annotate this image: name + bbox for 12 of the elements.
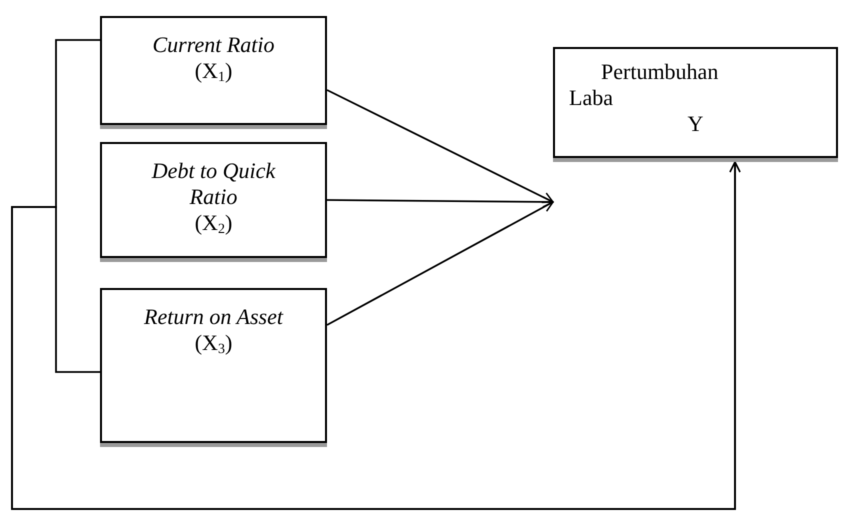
variable-symbol: (X$_{1}$) [194,58,232,87]
variable-name: Current Ratio [152,32,275,58]
arrow [11,161,741,510]
variable-name: Debt to Quick Ratio [150,158,276,210]
variable-symbol: (X$_{2}$) [194,210,232,239]
arrow [326,201,554,326]
variable-name: Pertumbuhan Laba [569,59,720,111]
variable-symbol: Y [686,111,704,137]
arrow [327,196,554,208]
variable-symbol: (X$_{3}$) [194,330,232,359]
arrow [326,89,554,203]
variable-name: Return on Asset [144,304,283,330]
